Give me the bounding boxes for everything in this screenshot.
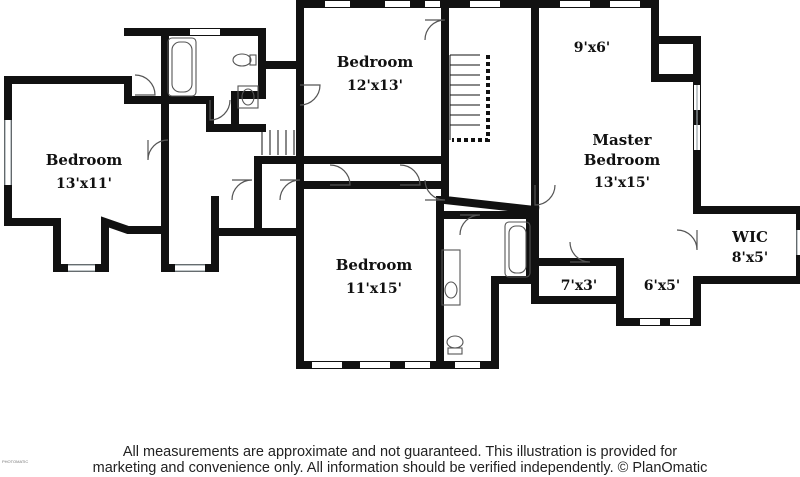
room-labels: Bedroom 13'x11' Bedroom 12'x13' Bedroom … bbox=[46, 40, 768, 297]
label-wic: WIC bbox=[731, 228, 768, 246]
stairs-small bbox=[261, 130, 295, 155]
doors bbox=[134, 19, 698, 263]
disclaimer-line-2: marketing and convenience only. All info… bbox=[92, 460, 708, 476]
label-bedroom-west: Bedroom bbox=[46, 151, 123, 169]
stair-rail bbox=[452, 55, 490, 142]
bathtub-icon bbox=[167, 37, 197, 97]
label-bedroom-south: Bedroom bbox=[336, 256, 413, 274]
disclaimer-line-1: All measurements are approximate and not… bbox=[122, 444, 678, 460]
dim-bedroom-north: 12'x13' bbox=[347, 78, 403, 94]
label-master-2: Bedroom bbox=[584, 151, 661, 169]
dim-bedroom-south: 11'x15' bbox=[346, 281, 402, 297]
window-frames bbox=[4, 85, 798, 272]
toilet-icon-2 bbox=[446, 335, 464, 349]
dim-closet-7x3: 7'x3' bbox=[561, 278, 597, 294]
bathtub-icon-2 bbox=[504, 221, 531, 278]
stairs bbox=[449, 54, 480, 140]
dim-master: 13'x15' bbox=[594, 175, 650, 191]
dim-closet-6x5: 6'x5' bbox=[644, 278, 680, 294]
label-bedroom-north: Bedroom bbox=[337, 53, 414, 71]
sink-icon bbox=[237, 85, 259, 109]
dim-closet-ne: 9'x6' bbox=[574, 40, 610, 56]
dim-bedroom-west: 13'x11' bbox=[56, 176, 112, 192]
dim-wic: 8'x5' bbox=[732, 250, 768, 266]
toilet-icon bbox=[232, 53, 252, 67]
vanity-icon bbox=[441, 249, 461, 306]
label-master: Master bbox=[592, 131, 652, 149]
windows bbox=[5, 1, 800, 368]
fixtures bbox=[167, 37, 531, 355]
stamp-text: PHOTOMATIC bbox=[2, 459, 29, 464]
